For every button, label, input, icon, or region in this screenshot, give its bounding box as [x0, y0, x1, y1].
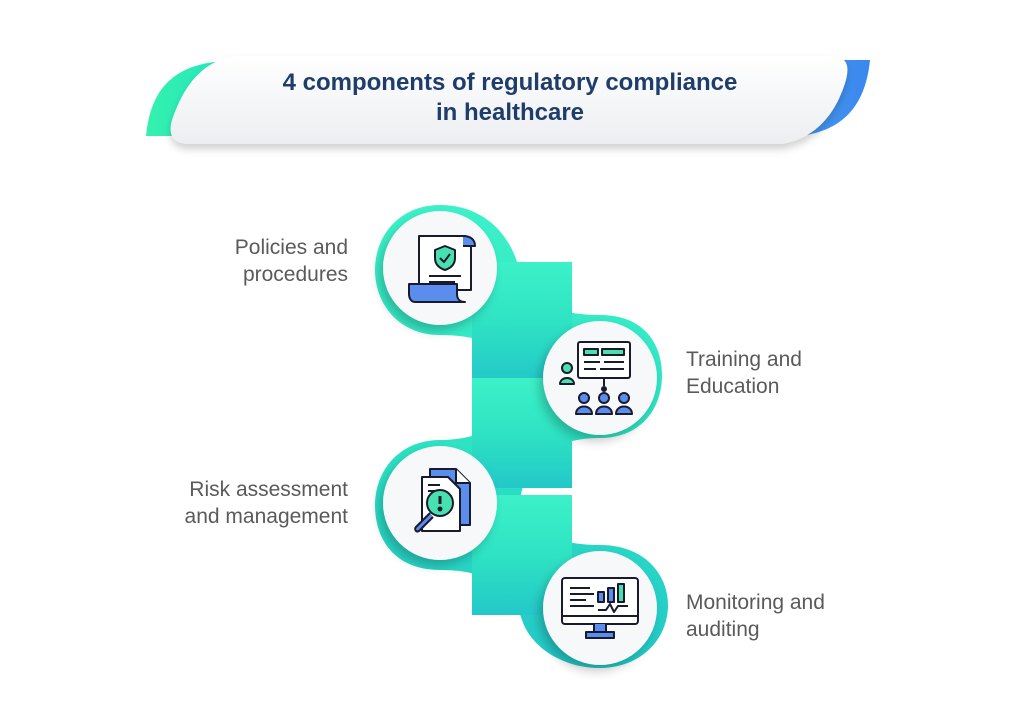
- banner-pill: [170, 56, 848, 144]
- label-training-education: Training and Education: [686, 346, 906, 400]
- risk-magnifier-document-icon: [414, 468, 471, 533]
- training-presentation-icon: [559, 341, 633, 415]
- label-text: Monitoring and auditing: [686, 591, 825, 641]
- policy-document-shield-icon: [408, 235, 476, 303]
- label-monitoring-auditing: Monitoring and auditing: [686, 589, 906, 643]
- page-title: 4 components of regulatory compliance in…: [180, 68, 840, 128]
- title-line-2: in healthcare: [435, 99, 585, 126]
- label-policies-procedures: Policies and procedures: [140, 234, 348, 288]
- label-risk-assessment: Risk assessment and management: [120, 476, 348, 530]
- monitoring-screen-icon: [561, 577, 639, 639]
- label-text: Policies and procedures: [234, 236, 348, 286]
- title-banner: [146, 56, 870, 144]
- label-text: Risk assessment and management: [184, 478, 348, 528]
- label-text: Training and Education: [686, 348, 802, 398]
- title-line-1: 4 components of regulatory compliance: [282, 69, 738, 96]
